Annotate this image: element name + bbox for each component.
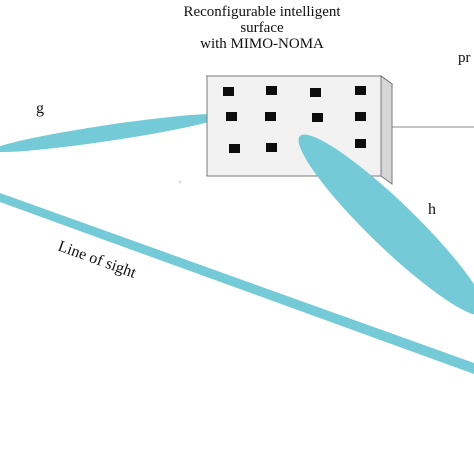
ris-element: [223, 87, 234, 96]
stray-mark: [178, 180, 182, 184]
title-line-1: Reconfigurable intelligent: [183, 4, 341, 20]
ris-panel: [205, 75, 394, 185]
h-beam: [298, 134, 474, 316]
partial-right-label: pr: [458, 50, 471, 66]
ris-element: [265, 112, 276, 121]
ris-element: [355, 86, 366, 95]
ris-element: [226, 112, 237, 121]
title-line-3: with MIMO-NOMA: [200, 36, 324, 52]
ris-elements: [223, 86, 366, 153]
ris-element: [310, 88, 321, 97]
ris-panel-front: [206, 75, 382, 177]
h-label: h: [428, 201, 436, 218]
ris-element: [355, 112, 366, 121]
ris-element: [312, 113, 323, 122]
ris-element: [229, 144, 240, 153]
ris-element: [355, 139, 366, 148]
title-line-2: surface: [240, 20, 284, 36]
g-beam: [0, 113, 224, 153]
line-of-sight-beam: [0, 193, 474, 374]
ris-element: [266, 86, 277, 95]
g-label: g: [36, 100, 44, 117]
ris-panel-side: [380, 75, 393, 185]
ris-element: [266, 143, 277, 152]
